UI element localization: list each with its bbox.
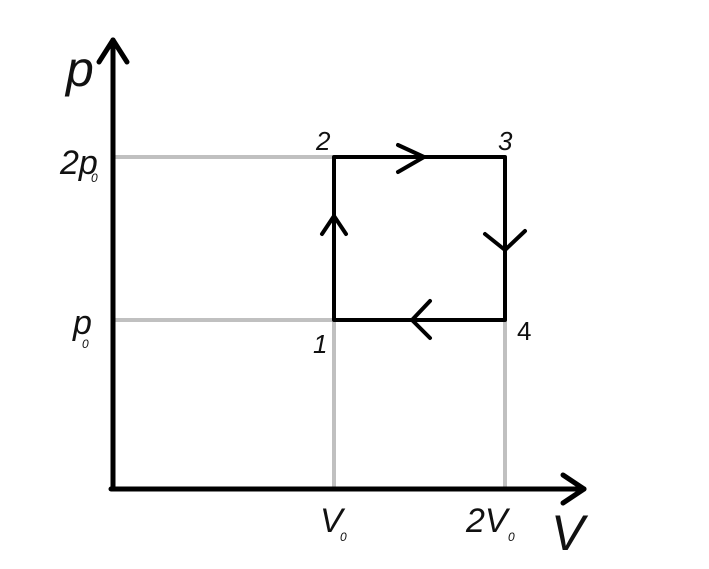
axes bbox=[96, 37, 587, 506]
tick-p0-sub: 0 bbox=[82, 337, 89, 351]
cycle bbox=[320, 143, 527, 340]
state-label-1: 1 bbox=[313, 329, 327, 359]
x-axis-label: V bbox=[551, 505, 589, 561]
state-label-3: 3 bbox=[498, 126, 513, 156]
y-axis-label: p bbox=[64, 41, 94, 97]
arrow-3-to-4 bbox=[483, 229, 527, 252]
arrow-2-to-3 bbox=[396, 143, 426, 174]
arrow-4-to-1 bbox=[410, 299, 432, 340]
tick-p0-main: p bbox=[72, 304, 92, 342]
tick-v0-sub: 0 bbox=[340, 530, 347, 544]
guide-lines bbox=[113, 155, 507, 487]
tick-2p0-sub: 0 bbox=[91, 171, 98, 185]
cycle-path bbox=[332, 155, 507, 322]
tick-v0-main: V bbox=[320, 502, 346, 540]
tick-2v0-main: 2V bbox=[465, 502, 511, 540]
state-label-4: 4 bbox=[517, 316, 531, 346]
y-axis-arrowhead bbox=[96, 37, 130, 65]
arrow-1-to-2 bbox=[320, 214, 348, 236]
tick-2p0-main: 2p bbox=[59, 144, 98, 182]
tick-2v0-sub: 0 bbox=[508, 530, 515, 544]
x-axis-arrowhead bbox=[560, 472, 587, 506]
state-label-2: 2 bbox=[315, 126, 331, 156]
